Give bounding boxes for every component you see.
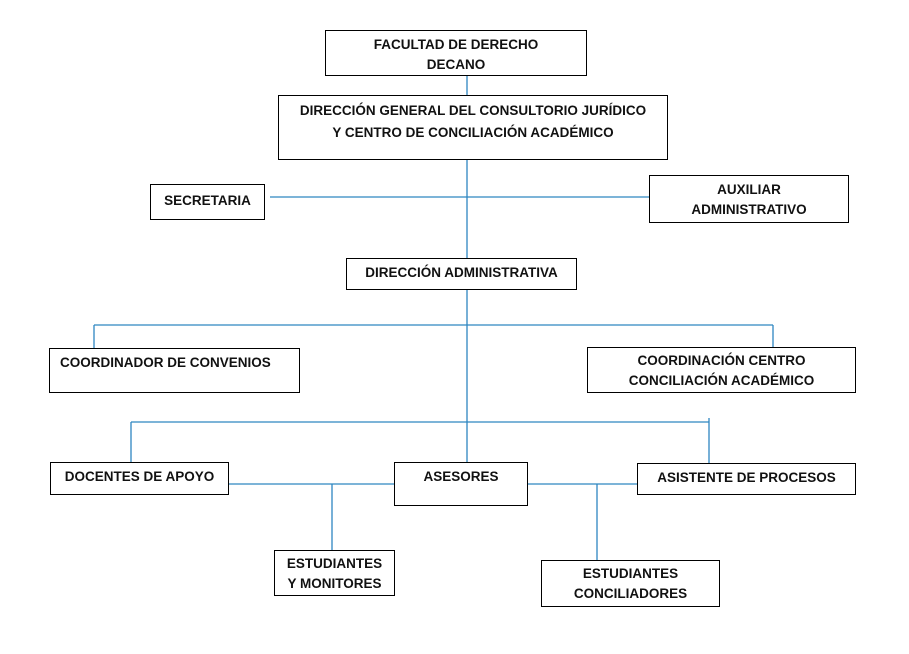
node-coord-centro: COORDINACIÓN CENTRO CONCILIACIÓN ACADÉMI… bbox=[587, 347, 856, 393]
node-label: COORDINACIÓN CENTRO CONCILIACIÓN ACADÉMI… bbox=[628, 353, 815, 388]
node-label: ESTUDIANTES CONCILIADORES bbox=[573, 566, 688, 601]
node-label: AUXILIAR ADMINISTRATIVO bbox=[691, 182, 807, 217]
node-asistente: ASISTENTE DE PROCESOS bbox=[637, 463, 856, 495]
node-label: FACULTAD DE DERECHO DECANO bbox=[373, 37, 539, 72]
node-label: COORDINADOR DE CONVENIOS bbox=[60, 355, 271, 370]
node-label: DIRECCIÓN GENERAL DEL CONSULTORIO JURÍDI… bbox=[299, 103, 647, 140]
node-label: SECRETARIA bbox=[164, 193, 251, 208]
node-label: ESTUDIANTES Y MONITORES bbox=[286, 556, 383, 591]
node-label: ASISTENTE DE PROCESOS bbox=[657, 470, 836, 485]
node-label: DOCENTES DE APOYO bbox=[64, 469, 215, 484]
node-docentes: DOCENTES DE APOYO bbox=[50, 462, 229, 495]
node-coord-convenios: COORDINADOR DE CONVENIOS bbox=[49, 348, 300, 393]
node-label: DIRECCIÓN ADMINISTRATIVA bbox=[365, 265, 558, 280]
node-direccion-admin: DIRECCIÓN ADMINISTRATIVA bbox=[346, 258, 577, 290]
node-secretaria: SECRETARIA bbox=[150, 184, 265, 220]
node-auxiliar: AUXILIAR ADMINISTRATIVO bbox=[649, 175, 849, 223]
node-facultad: FACULTAD DE DERECHO DECANO bbox=[325, 30, 587, 76]
node-label: ASESORES bbox=[423, 469, 499, 484]
node-estudiantes-monitores: ESTUDIANTES Y MONITORES bbox=[274, 550, 395, 596]
node-estudiantes-conciliadores: ESTUDIANTES CONCILIADORES bbox=[541, 560, 720, 607]
node-direccion-general: DIRECCIÓN GENERAL DEL CONSULTORIO JURÍDI… bbox=[278, 95, 668, 160]
node-asesores: ASESORES bbox=[394, 462, 528, 506]
